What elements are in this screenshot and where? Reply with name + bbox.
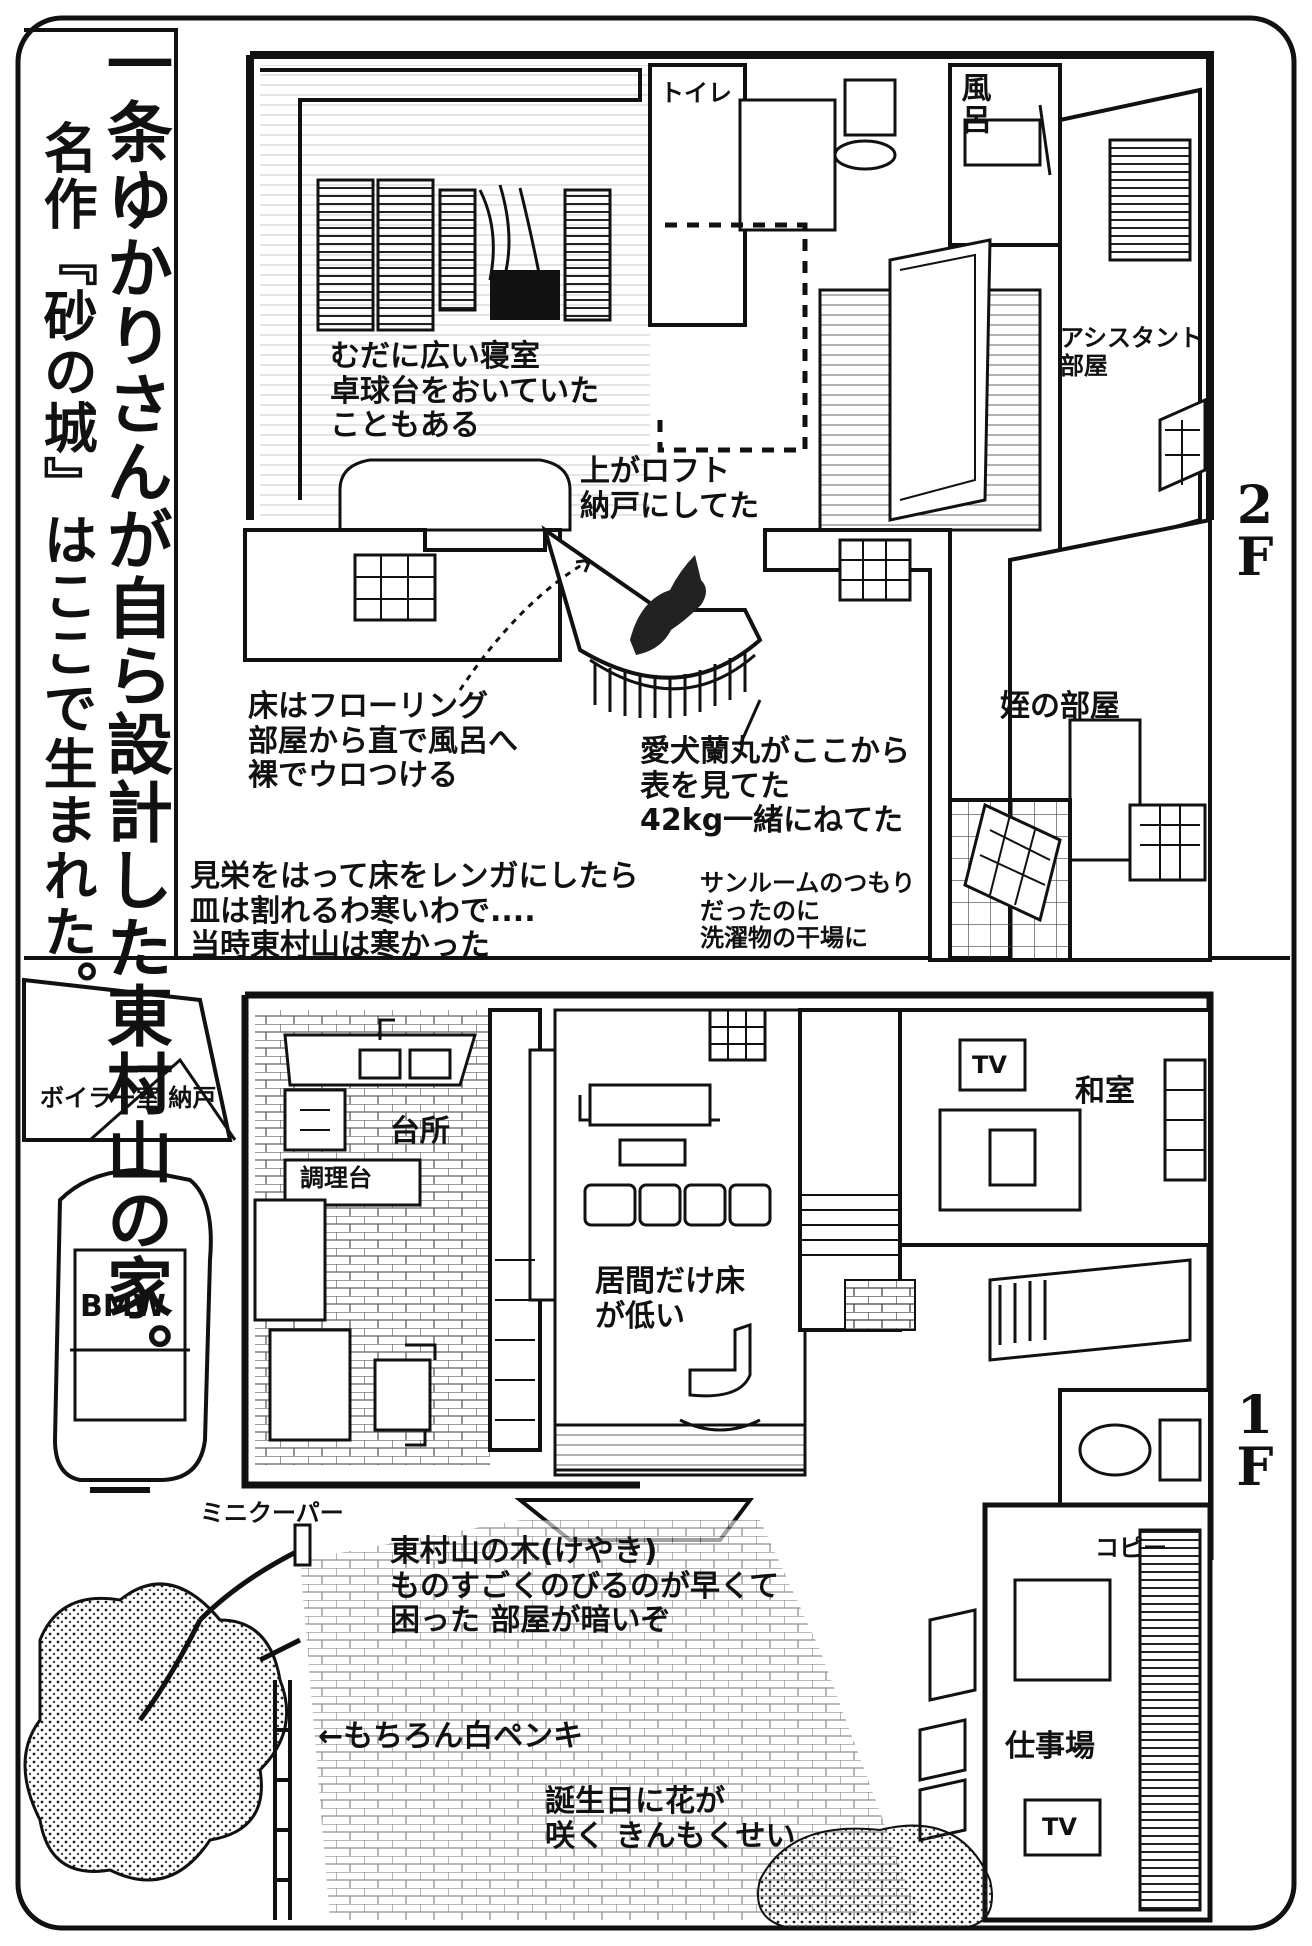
sink xyxy=(833,139,897,171)
tv-top xyxy=(958,1038,1027,1092)
osmanthus-bush xyxy=(757,1824,993,1929)
label-niece-room: 姪の部屋 xyxy=(1000,689,1120,724)
title-line-2: 名作『砂の城』はここで生まれた。 xyxy=(34,120,98,1016)
label-kitchen: 台所 xyxy=(390,1114,450,1149)
washitsu xyxy=(898,1008,1212,1247)
dog-arrow xyxy=(738,699,762,746)
label-mini-cooper: ミニクーパー xyxy=(200,1499,344,1527)
closet xyxy=(316,178,612,332)
label-tv-bottom: TV xyxy=(1042,1813,1077,1841)
sofa xyxy=(578,1083,720,1127)
entrance-path xyxy=(300,1520,920,1920)
label-brick-floor-note: 見栄をはって床をレンガにしたら皿は割れるわ寒いわで....当時東村山は寒かった xyxy=(190,859,639,963)
label-fence: ←もちろん白ペンキ xyxy=(318,1719,584,1754)
label-copy: コピー xyxy=(1095,1534,1167,1562)
label-keyaki: 東村山の木(けやき)ものすごくのびるのが早くて困った 部屋が暗いぞ xyxy=(390,1534,780,1638)
tv-bottom xyxy=(1023,1798,1102,1857)
kitchen xyxy=(253,1010,490,1465)
toilet xyxy=(648,63,747,327)
toilet-1f xyxy=(1058,1388,1212,1512)
label-washitsu: 和室 xyxy=(1075,1074,1135,1109)
dog xyxy=(630,555,706,655)
label-flooring: 床はフローリング部屋から直で風呂へ裸でウロつける xyxy=(248,689,518,793)
staircase xyxy=(798,1008,916,1332)
boiler-room xyxy=(22,977,233,1142)
mini-cooper-mark xyxy=(293,1523,312,1567)
corridor-window xyxy=(838,538,912,602)
first-floor-plan xyxy=(22,977,1214,1929)
kitchen-table xyxy=(373,1358,432,1432)
label-toilet: トイレ xyxy=(660,79,732,107)
label-boiler-room: ボイラー室 納戸 xyxy=(40,1084,217,1112)
bedroom-window xyxy=(353,553,437,622)
title-line-1: 一条ゆかりさんが自ら設計した東村山の家。 xyxy=(95,30,173,1390)
label-tv-top: TV xyxy=(972,1051,1007,1079)
label-assistant-room: アシスタント部屋 xyxy=(1060,324,1204,380)
bed xyxy=(338,458,572,532)
label-birthday: 誕生日に花が咲く きんもくせい xyxy=(545,1784,796,1854)
assistant-room xyxy=(1058,87,1207,563)
second-floor-plan xyxy=(243,51,1214,962)
counter xyxy=(283,1158,422,1207)
living-room xyxy=(553,1008,807,1477)
flooring-arrow xyxy=(458,558,591,691)
label-living: 居間だけ床が低い xyxy=(595,1264,745,1334)
garden-chairs xyxy=(918,1608,977,1842)
workplace xyxy=(982,1502,1213,1923)
label-sunroom: サンルームのつもりだったのに洗濯物の干場に xyxy=(700,869,916,953)
label-counter: 調理台 xyxy=(300,1164,372,1192)
sunroom xyxy=(948,798,1072,962)
label-bath: 風呂 xyxy=(955,72,991,136)
keyaki-tree xyxy=(23,1547,302,1882)
label-workplace: 仕事場 xyxy=(1005,1729,1095,1764)
label-bedroom: むだに広い寝室卓球台をおいていたこともある xyxy=(330,339,600,443)
balcony xyxy=(541,525,763,718)
label-loft: 上がロフト納戸にしてた xyxy=(580,454,760,524)
white-fence xyxy=(273,1680,292,1920)
bath xyxy=(948,63,1062,247)
bmw-car xyxy=(52,1167,213,1493)
page-border xyxy=(15,15,1297,1931)
label-car: BMW xyxy=(80,1289,166,1324)
loft-outline xyxy=(657,222,808,453)
